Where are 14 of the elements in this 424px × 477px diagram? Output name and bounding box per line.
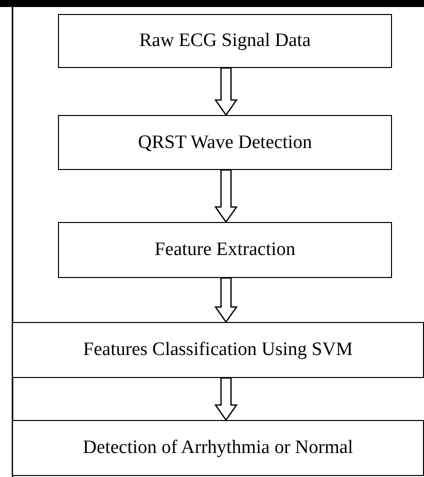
process-box [58,14,392,68]
box-label: Detection of Arrhythmia or Normal [82,437,354,459]
hollow-arrow [214,67,238,116]
process-box [58,115,392,170]
process-box [12,420,424,476]
process-box [12,322,424,378]
box-label: Features Classification Using SVM [83,339,353,361]
hollow-arrow [214,277,238,324]
box-label: Feature Extraction [154,239,296,261]
hollow-arrow [214,169,238,224]
box-label: QRST Wave Detection [138,132,312,154]
process-box [58,222,392,278]
box-label: Raw ECG Signal Data [139,30,311,52]
hollow-arrow [214,377,238,422]
